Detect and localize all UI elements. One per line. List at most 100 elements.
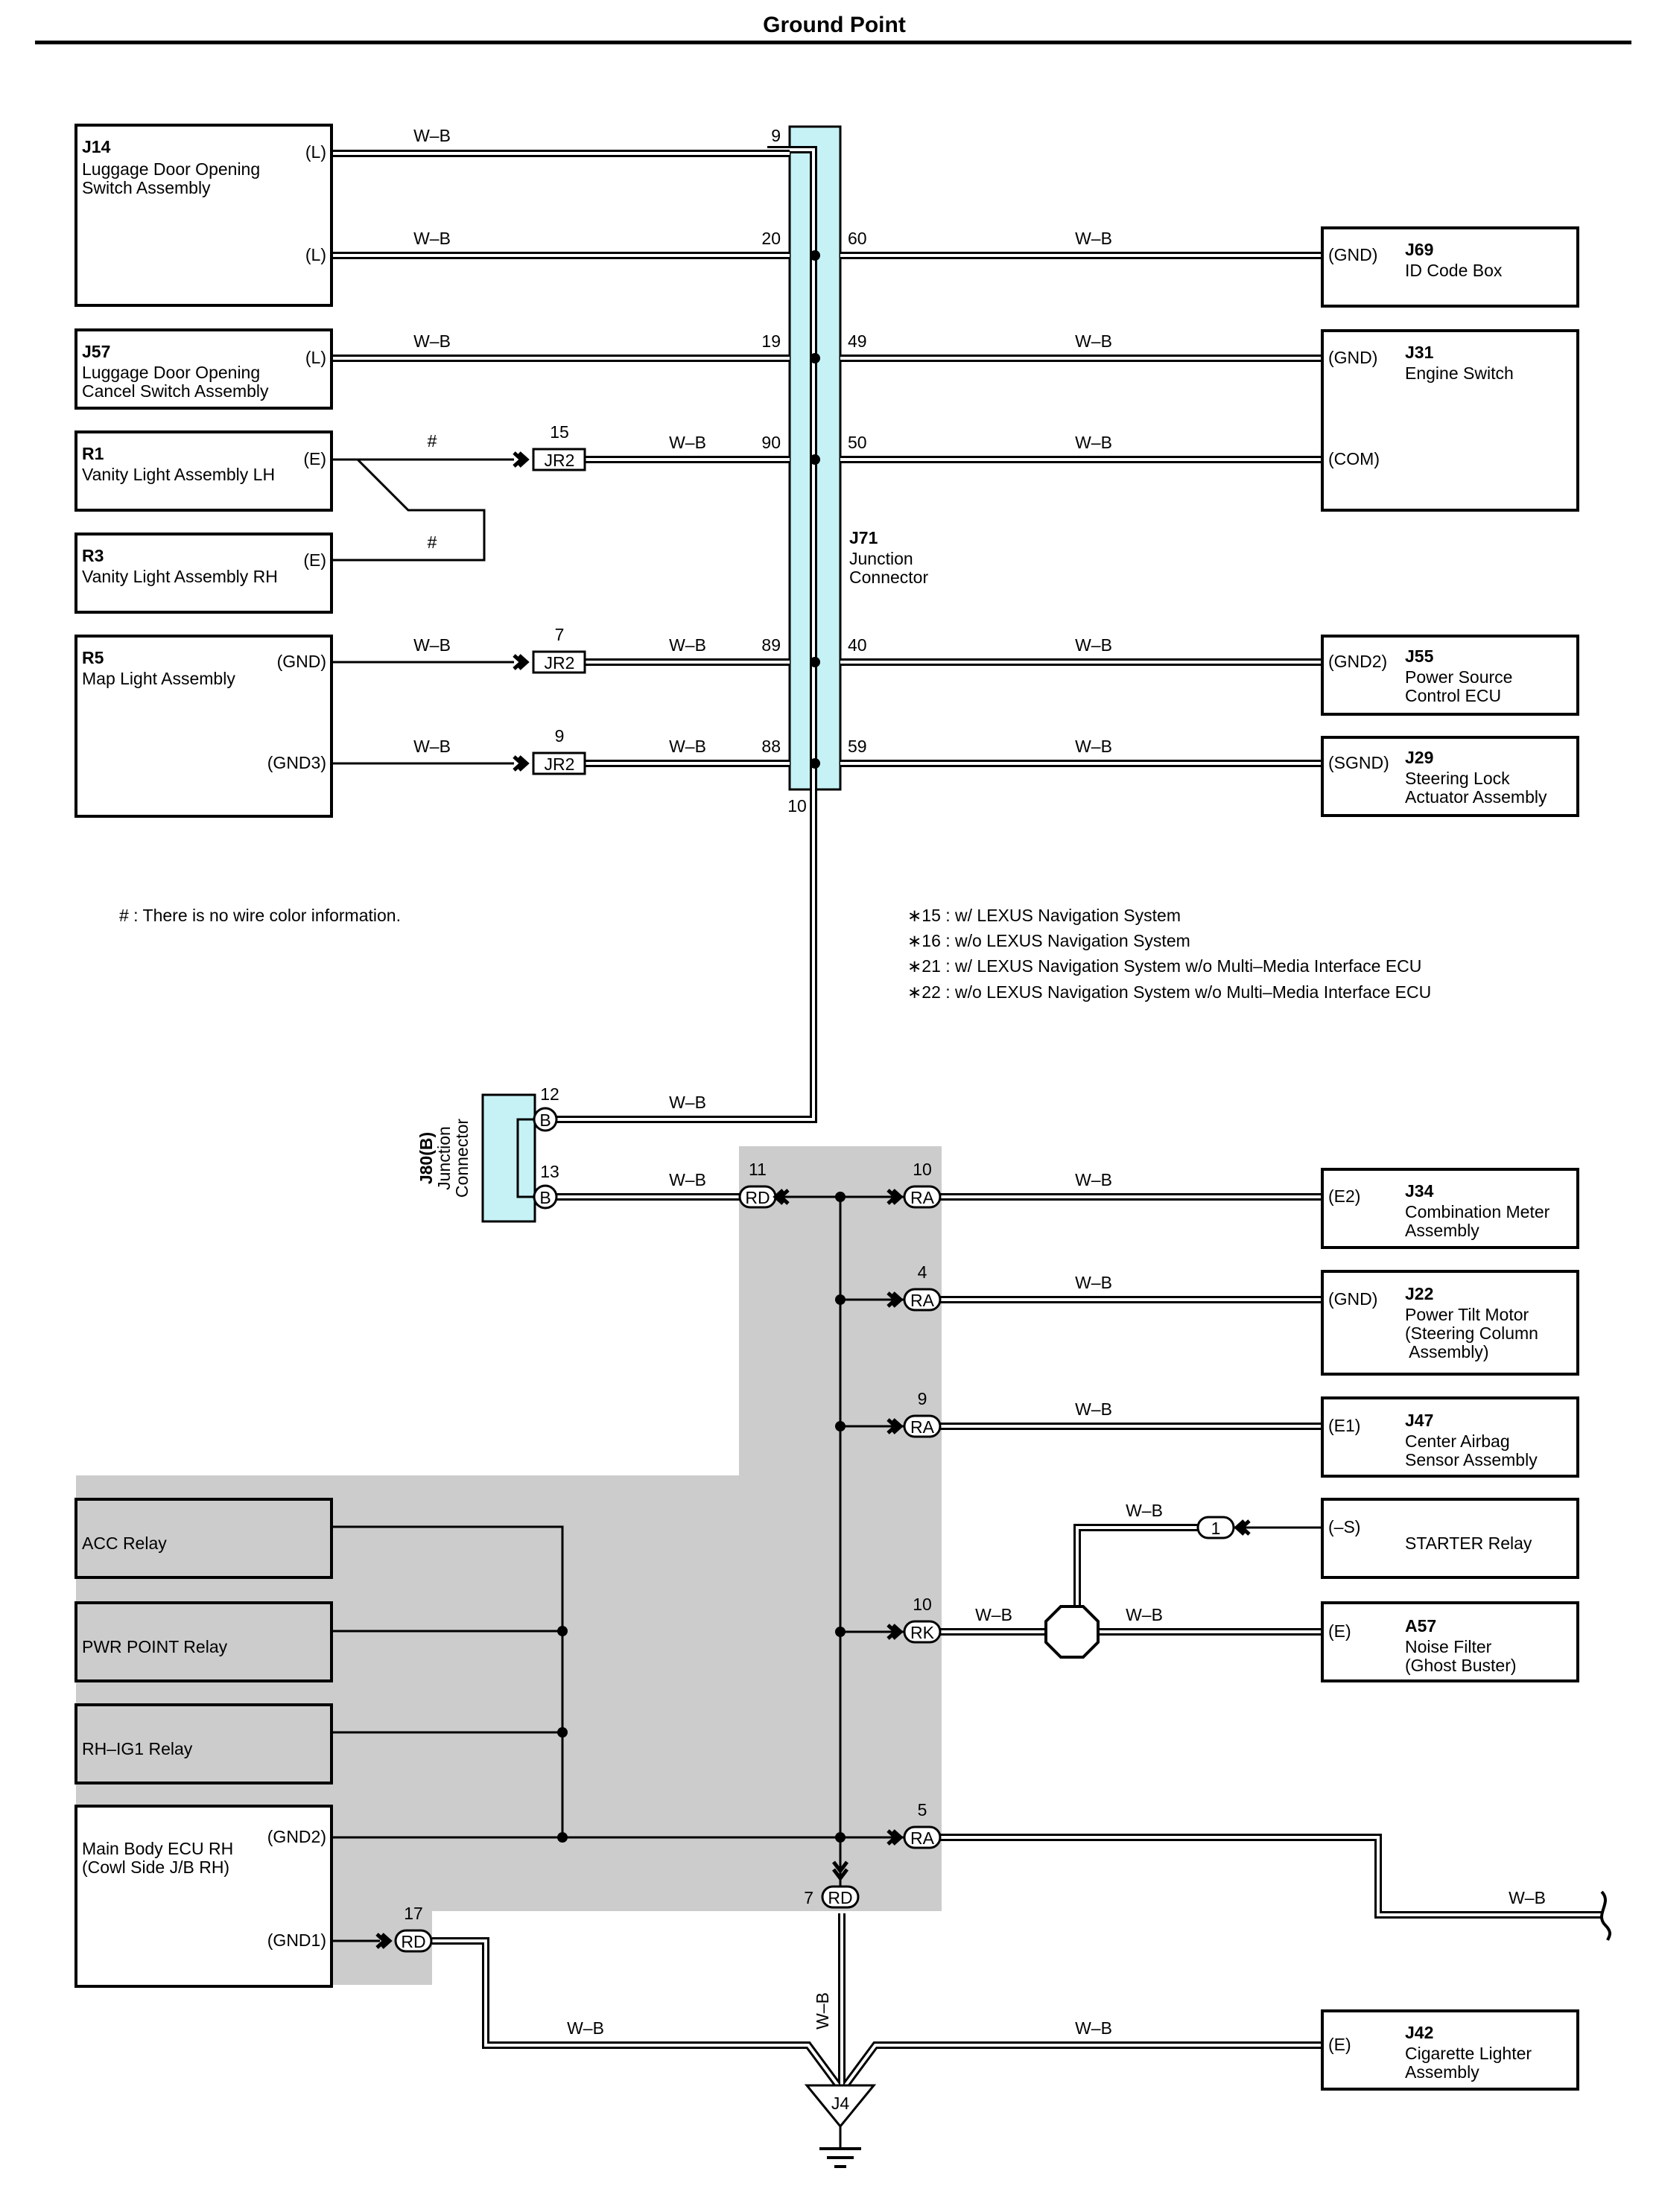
j69-box (1321, 226, 1579, 308)
j31-pin: (GND) (1328, 348, 1377, 367)
j29-box (1321, 736, 1579, 817)
inline-connectors (394, 1185, 1235, 1953)
j55-code: J55 (1405, 646, 1434, 666)
wire-color-label: W–B (1075, 2018, 1112, 2038)
r1-pin: (E) (303, 449, 326, 468)
connector-1-label: 1 (1211, 1519, 1221, 1538)
j47-name-line2: Sensor Assembly (1405, 1450, 1538, 1469)
wire-color-label: W–B (1075, 1399, 1112, 1419)
wire-color-label: W–B (669, 737, 706, 756)
j71-internal-bus (540, 146, 817, 1123)
j42-name-line1: Cigarette Lighter (1405, 2044, 1532, 2063)
j42-code: J42 (1405, 2023, 1433, 2042)
j14-pin: (L) (305, 142, 326, 162)
pin-number: 50 (848, 433, 867, 452)
wire-color-label: W–B (1075, 1273, 1112, 1292)
wire-color-label: W–B (813, 1992, 832, 2030)
j71-name-line1: Junction (849, 549, 913, 568)
j34-name-line2: Assembly (1405, 1221, 1479, 1240)
r1-name: Vanity Light Assembly LH (82, 465, 275, 484)
j29-name-line2: Actuator Assembly (1405, 787, 1547, 807)
wire-color-label: W–B (1509, 1888, 1546, 1907)
acc-relay-label: ACC Relay (82, 1534, 167, 1553)
pin-number: 5 (918, 1800, 927, 1820)
rk-label: RK (910, 1623, 935, 1642)
j80-pin-12 (533, 1107, 558, 1132)
j55-name-line2: Control ECU (1405, 686, 1501, 705)
wire-color-label: W–B (669, 1093, 706, 1112)
pin-number: 7 (555, 625, 565, 644)
j31-code: J31 (1405, 343, 1434, 362)
main-body-ecu-pin: (GND1) (267, 1930, 326, 1950)
j34-box (1321, 1168, 1579, 1249)
note-15: ∗15 : w/ LEXUS Navigation System (907, 906, 1181, 925)
j47-box (1321, 1396, 1579, 1478)
rh-ig1-relay-box (74, 1703, 333, 1784)
j80-pin-label: B (539, 1188, 551, 1207)
j29-name-line1: Steering Lock (1405, 769, 1510, 788)
pin-number: 9 (771, 126, 781, 145)
r3-pin: (E) (303, 550, 326, 570)
pin-number: 12 (540, 1084, 559, 1104)
j14-code: J14 (82, 137, 111, 156)
j69-pin: (GND) (1328, 245, 1377, 264)
j55-box (1321, 635, 1579, 716)
wire-color-label: W–B (1075, 229, 1112, 248)
pin-number: 40 (848, 635, 867, 655)
j42-pin: (E) (1328, 2035, 1351, 2054)
main-body-ecu-pin: (GND2) (267, 1827, 326, 1846)
wire-color-label: W–B (1075, 331, 1112, 351)
j29-code: J29 (1405, 748, 1433, 767)
hash-note: # : There is no wire color information. (119, 906, 401, 925)
j80-pin-label: B (539, 1110, 551, 1130)
j47-code: J47 (1405, 1411, 1433, 1430)
note-16: ∗16 : w/o LEXUS Navigation System (907, 931, 1190, 950)
main-body-ecu-box (74, 1805, 333, 1988)
a57-box (1321, 1601, 1579, 1682)
j69-name: ID Code Box (1405, 261, 1503, 280)
j34-code: J34 (1405, 1181, 1434, 1201)
pin-number: 60 (848, 229, 867, 248)
wire-color-label: W–B (669, 635, 706, 655)
r3-box (74, 533, 333, 614)
pin-number: 90 (761, 433, 781, 452)
j29-pin: (SGND) (1328, 753, 1389, 772)
pin-number: 15 (550, 422, 569, 442)
j80-junction-connector (481, 1093, 536, 1223)
wire-color-label: W–B (1075, 635, 1112, 655)
rd-label: RD (401, 1932, 425, 1951)
r5-pin: (GND3) (267, 753, 326, 772)
acc-relay-box (74, 1498, 333, 1579)
j14-box (74, 124, 333, 307)
j47-pin: (E1) (1328, 1416, 1360, 1435)
j71-name-line2: Connector (849, 568, 928, 587)
j31-name: Engine Switch (1405, 363, 1514, 383)
pin-number: 9 (555, 726, 565, 746)
r1-box (74, 430, 333, 512)
note-21: ∗21 : w/ LEXUS Navigation System w/o Mul… (907, 956, 1421, 976)
j22-name-line3: Assembly) (1405, 1342, 1488, 1361)
wires-double (332, 150, 1602, 2088)
pin-number: 7 (804, 1888, 813, 1907)
j34-pin: (E2) (1328, 1186, 1360, 1206)
main-body-ecu-line1: Main Body ECU RH (82, 1839, 233, 1858)
j80-pin-13 (533, 1184, 558, 1210)
pin-number: 20 (761, 229, 781, 248)
wire-color-label: W–B (1075, 1170, 1112, 1189)
r5-box (74, 635, 333, 818)
ra-label: RA (910, 1188, 935, 1207)
wire-color-label: W–B (1075, 433, 1112, 452)
j57-box (74, 328, 333, 410)
starter-relay-box (1321, 1498, 1579, 1579)
wire-j71-to-j80 (553, 789, 817, 1123)
j22-code: J22 (1405, 1284, 1433, 1303)
pwr-point-relay-box (74, 1601, 333, 1682)
j71-code: J71 (849, 528, 878, 547)
jr2-label: JR2 (545, 451, 575, 470)
pin-number: 11 (749, 1160, 767, 1179)
j55-pin: (GND2) (1328, 652, 1387, 671)
j22-name-line1: Power Tilt Motor (1405, 1305, 1529, 1324)
r3-name: Vanity Light Assembly RH (82, 567, 278, 586)
wire-color-label: W–B (1126, 1605, 1163, 1624)
